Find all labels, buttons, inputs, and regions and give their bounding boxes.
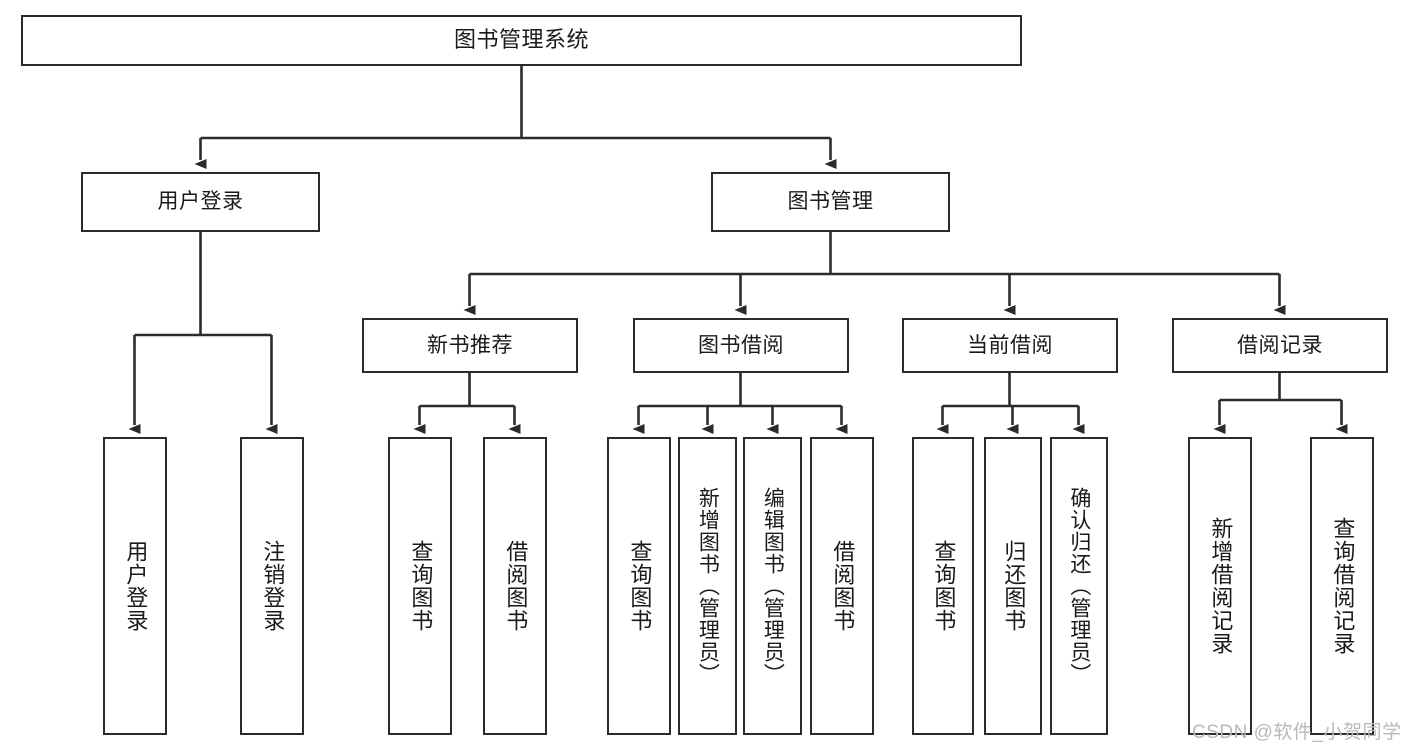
node-current-borrow-label: 当前借阅 [967,333,1053,357]
node-new-book-recommend-label: 新书推荐 [427,333,513,357]
node-leaf-add-book-admin[interactable]: 新增图书（管理员） [678,437,737,735]
node-new-book-recommend[interactable]: 新书推荐 [362,318,578,373]
node-leaf-return-book[interactable]: 归还图书 [984,437,1042,735]
node-leaf-edit-book-admin[interactable]: 编辑图书（管理员） [743,437,802,735]
node-user-login-label: 用户登录 [157,190,244,214]
node-leaf-user-login[interactable]: 用户登录 [103,437,167,735]
node-leaf-query-book-borrow[interactable]: 查询图书 [607,437,671,735]
node-book-management-label: 图书管理 [787,190,874,214]
node-book-borrow[interactable]: 图书借阅 [633,318,849,373]
node-leaf-lend-book[interactable]: 借阅图书 [810,437,874,735]
node-borrow-record-label: 借阅记录 [1237,333,1323,357]
node-leaf-confirm-return-admin[interactable]: 确认归还（管理员） [1050,437,1108,735]
node-leaf-logout-label: 注销登录 [260,540,286,632]
node-leaf-query-book-current[interactable]: 查询图书 [912,437,974,735]
node-root-label: 图书管理系统 [453,27,589,53]
node-leaf-add-book-admin-label: 新增图书（管理员） [696,487,720,685]
node-leaf-edit-book-admin-label: 编辑图书（管理员） [761,487,785,685]
node-leaf-query-borrow-record[interactable]: 查询借阅记录 [1310,437,1374,735]
csdn-watermark-label: CSDN @软件_小贺同学 [1192,722,1402,743]
node-leaf-query-borrow-record-label: 查询借阅记录 [1330,517,1356,655]
node-root[interactable]: 图书管理系统 [21,15,1022,66]
node-leaf-lend-book-label: 借阅图书 [830,540,856,632]
node-book-borrow-label: 图书借阅 [698,333,784,357]
node-user-login[interactable]: 用户登录 [81,172,320,232]
node-borrow-record[interactable]: 借阅记录 [1172,318,1388,373]
node-leaf-user-login-label: 用户登录 [123,540,149,632]
node-leaf-confirm-return-admin-label: 确认归还（管理员） [1067,487,1091,685]
node-leaf-return-book-label: 归还图书 [1001,540,1027,632]
csdn-watermark: CSDN @软件_小贺同学 [1192,717,1401,744]
node-leaf-query-book-current-label: 查询图书 [931,540,957,632]
node-leaf-query-book-borrow-label: 查询图书 [627,540,653,632]
node-leaf-query-book-newbook[interactable]: 查询图书 [388,437,452,735]
node-leaf-query-book-newbook-label: 查询图书 [408,540,434,632]
node-leaf-borrow-book-newbook[interactable]: 借阅图书 [483,437,547,735]
node-book-management[interactable]: 图书管理 [711,172,950,232]
node-leaf-borrow-book-newbook-label: 借阅图书 [503,540,529,632]
node-current-borrow[interactable]: 当前借阅 [902,318,1118,373]
node-leaf-logout[interactable]: 注销登录 [240,437,304,735]
node-leaf-add-borrow-record-label: 新增借阅记录 [1208,517,1234,655]
node-leaf-add-borrow-record[interactable]: 新增借阅记录 [1188,437,1252,735]
